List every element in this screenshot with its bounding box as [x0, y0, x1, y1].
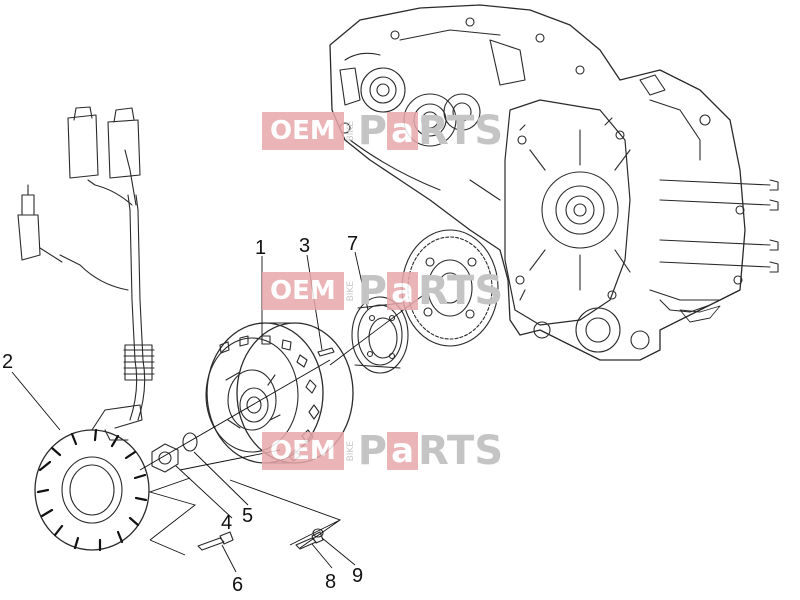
flywheel-rotor [205, 322, 354, 464]
callout-8[interactable]: 8 [325, 571, 337, 593]
stator-coil [34, 404, 150, 552]
flywheel-nut [151, 443, 179, 473]
stator-screw [197, 531, 234, 551]
callout-4[interactable]: 4 [221, 512, 233, 534]
callout-5[interactable]: 5 [242, 505, 254, 527]
flywheel-washer [182, 432, 198, 452]
leader-lines [11, 251, 431, 573]
callout-6[interactable]: 6 [232, 574, 244, 596]
woodruff-key [317, 347, 335, 357]
freewheel-clutch [351, 296, 409, 374]
callout-9[interactable]: 9 [352, 565, 364, 587]
callout-1[interactable]: 1 [255, 237, 267, 259]
pickup-screw [295, 531, 324, 550]
starter-driven-gear [401, 229, 499, 347]
wire-harness [17, 106, 155, 421]
callout-7[interactable]: 7 [347, 233, 359, 255]
engine-crankcase [329, 4, 779, 361]
callout-3[interactable]: 3 [299, 235, 311, 257]
callout-2[interactable]: 2 [2, 351, 14, 373]
